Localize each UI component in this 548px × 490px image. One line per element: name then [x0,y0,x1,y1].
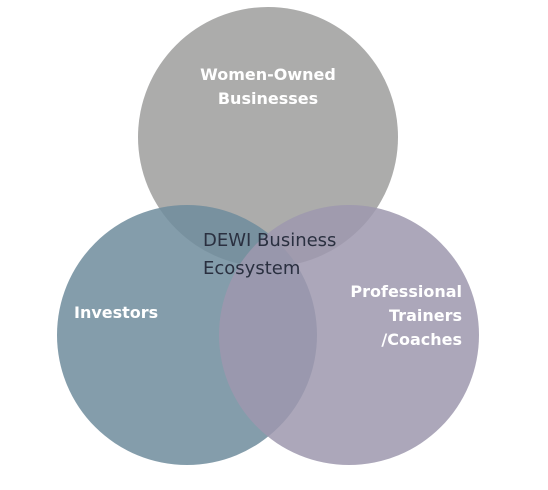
label-professional-trainers: Professional Trainers /Coaches [320,280,462,352]
label-line: Businesses [217,89,319,108]
circle-professional-trainers [219,205,479,465]
label-women-owned-businesses: Women-Owned Businesses [168,63,368,111]
center-label-ecosystem: DEWI Business Ecosystem [203,227,336,283]
label-line: Investors [74,303,159,322]
center-label-line: Ecosystem [203,258,301,279]
label-line: Professional [350,282,462,301]
label-line: /Coaches [381,330,462,349]
center-label-line: DEWI Business [203,230,337,251]
label-investors: Investors [74,301,158,325]
label-line: Women-Owned [200,65,336,84]
label-line: Trainers [389,306,462,325]
